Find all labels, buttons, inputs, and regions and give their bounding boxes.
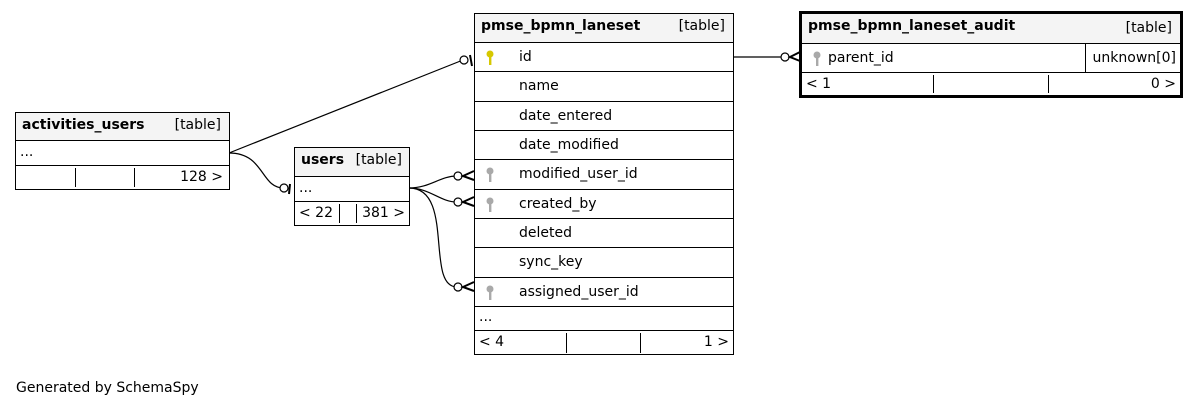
footer-divider bbox=[75, 168, 76, 187]
column-row-deleted[interactable]: deleted bbox=[475, 219, 733, 248]
parents-count[interactable]: < 1 bbox=[806, 76, 832, 92]
column-name: deleted bbox=[519, 225, 572, 241]
table-header: pmse_bpmn_laneset_audit [table] bbox=[802, 14, 1180, 44]
column-name: sync_key bbox=[519, 254, 583, 270]
more-columns-row[interactable]: ... bbox=[475, 307, 733, 331]
edge-users-to-modified-user-id bbox=[408, 175, 458, 189]
parents-count[interactable]: < 22 bbox=[299, 205, 333, 221]
ellipsis: ... bbox=[299, 180, 313, 196]
children-count[interactable]: 1 > bbox=[703, 334, 729, 350]
column-type: unknown[0] bbox=[1092, 50, 1176, 66]
column-row-date-modified[interactable]: date_modified bbox=[475, 131, 733, 160]
table-name: activities_users bbox=[22, 117, 145, 133]
edge-marker-crowsfoot bbox=[460, 170, 475, 181]
table-pmse-bpmn-laneset-audit[interactable]: pmse_bpmn_laneset_audit [table] parent_i… bbox=[799, 11, 1183, 98]
column-name: modified_user_id bbox=[519, 166, 638, 182]
table-pmse-bpmn-laneset[interactable]: pmse_bpmn_laneset [table] id name date_e… bbox=[474, 13, 734, 355]
parents-count[interactable]: < 4 bbox=[479, 334, 505, 350]
more-columns-row[interactable]: ... bbox=[16, 141, 229, 166]
column-row-assigned-user-id[interactable]: assigned_user_id bbox=[475, 278, 733, 307]
edge-activities-users-to-laneset-id bbox=[228, 59, 464, 154]
table-footer: 128 > bbox=[16, 166, 229, 189]
column-row-parent-id[interactable]: parent_id unknown[0] bbox=[802, 44, 1180, 73]
generated-by-caption: Generated by SchemaSpy bbox=[16, 380, 199, 396]
column-name: id bbox=[519, 49, 532, 65]
edge-marker-crowsfoot bbox=[460, 281, 475, 292]
edge-activities-users-to-users bbox=[228, 152, 285, 189]
column-row-id[interactable]: id bbox=[475, 43, 733, 72]
column-name: created_by bbox=[519, 196, 597, 212]
edge-marker-crowsfoot bbox=[460, 196, 475, 207]
footer-divider bbox=[933, 75, 934, 93]
column-row-created-by[interactable]: created_by bbox=[475, 190, 733, 219]
foreign-key-icon bbox=[486, 197, 494, 212]
table-header: pmse_bpmn_laneset [table] bbox=[475, 14, 733, 43]
foreign-key-icon bbox=[486, 167, 494, 182]
table-type: [table] bbox=[678, 18, 725, 34]
table-footer: < 22 381 > bbox=[295, 202, 409, 225]
column-row-sync-key[interactable]: sync_key bbox=[475, 248, 733, 278]
edge-marker-bar bbox=[288, 183, 291, 195]
column-row-date-entered[interactable]: date_entered bbox=[475, 102, 733, 131]
footer-divider bbox=[1048, 75, 1049, 93]
children-count[interactable]: 0 > bbox=[1150, 76, 1176, 92]
footer-divider bbox=[134, 168, 135, 187]
table-footer: < 4 1 > bbox=[475, 331, 733, 355]
edge-marker-bar bbox=[469, 54, 473, 67]
column-name: parent_id bbox=[828, 50, 894, 66]
edge-marker-crowsfoot bbox=[787, 51, 801, 62]
footer-divider bbox=[566, 333, 567, 353]
table-name: users bbox=[301, 152, 345, 168]
foreign-key-icon bbox=[486, 285, 494, 300]
edge-users-to-assigned-user-id bbox=[408, 187, 458, 288]
column-name: name bbox=[519, 78, 559, 94]
table-footer: < 1 0 > bbox=[802, 73, 1180, 95]
edge-marker-circle bbox=[279, 183, 289, 193]
edge-marker-circle bbox=[459, 55, 469, 65]
children-count[interactable]: 128 > bbox=[180, 169, 223, 185]
table-type: [table] bbox=[174, 117, 221, 133]
table-header: users [table] bbox=[295, 148, 409, 177]
footer-divider bbox=[356, 204, 357, 223]
footer-divider bbox=[640, 333, 641, 353]
column-row-name[interactable]: name bbox=[475, 72, 733, 102]
children-count[interactable]: 381 > bbox=[362, 205, 405, 221]
primary-key-icon bbox=[486, 50, 494, 65]
foreign-key-icon bbox=[813, 51, 821, 66]
table-name: pmse_bpmn_laneset bbox=[481, 18, 641, 34]
column-row-modified-user-id[interactable]: modified_user_id bbox=[475, 160, 733, 190]
ellipsis: ... bbox=[20, 144, 34, 160]
footer-divider bbox=[339, 204, 340, 223]
more-columns-row[interactable]: ... bbox=[295, 177, 409, 202]
ellipsis: ... bbox=[479, 309, 493, 325]
table-header: activities_users [table] bbox=[16, 113, 229, 141]
table-type: [table] bbox=[1125, 20, 1172, 36]
column-name: date_modified bbox=[519, 137, 619, 153]
column-divider bbox=[1085, 44, 1086, 72]
table-name: pmse_bpmn_laneset_audit bbox=[808, 18, 1016, 34]
column-name: date_entered bbox=[519, 108, 613, 124]
table-type: [table] bbox=[355, 152, 402, 168]
table-users[interactable]: users [table] ... < 22 381 > bbox=[294, 147, 410, 226]
column-name: assigned_user_id bbox=[519, 284, 639, 300]
table-activities-users[interactable]: activities_users [table] ... 128 > bbox=[15, 112, 230, 190]
edge-users-to-created-by bbox=[408, 187, 458, 203]
